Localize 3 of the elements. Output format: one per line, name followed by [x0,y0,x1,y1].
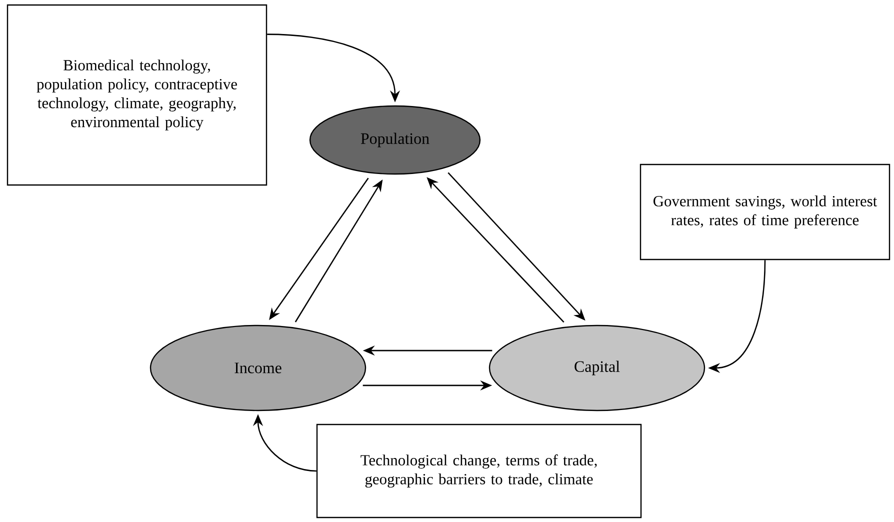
factor-box: Biomedical technology, population policy, contraceptive technology, climate, geography, environmental policy [6,4,268,186]
factor-box: Government savings, world interest rates, rates of time preference [640,164,890,260]
factor-box: Technological change, terms of trade, geographic barriers to trade, climate [316,424,642,518]
